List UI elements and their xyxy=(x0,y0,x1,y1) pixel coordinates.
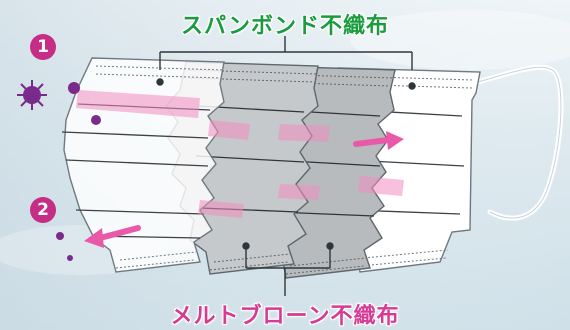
arrow-right-icon xyxy=(353,131,404,150)
step-badge-2: 2 xyxy=(30,197,56,223)
meltblown-bracket xyxy=(242,242,334,296)
filter-flow-bands xyxy=(76,90,404,218)
spunbond-bracket xyxy=(156,36,416,90)
arrow-left-icon xyxy=(84,225,141,248)
virus-particle-icon xyxy=(17,80,101,261)
meltblown-label: メルトブローン不織布 xyxy=(170,304,400,329)
step-badge-1: 1 xyxy=(30,34,56,60)
spunbond-label: スパンボンド不織布 xyxy=(180,14,390,39)
